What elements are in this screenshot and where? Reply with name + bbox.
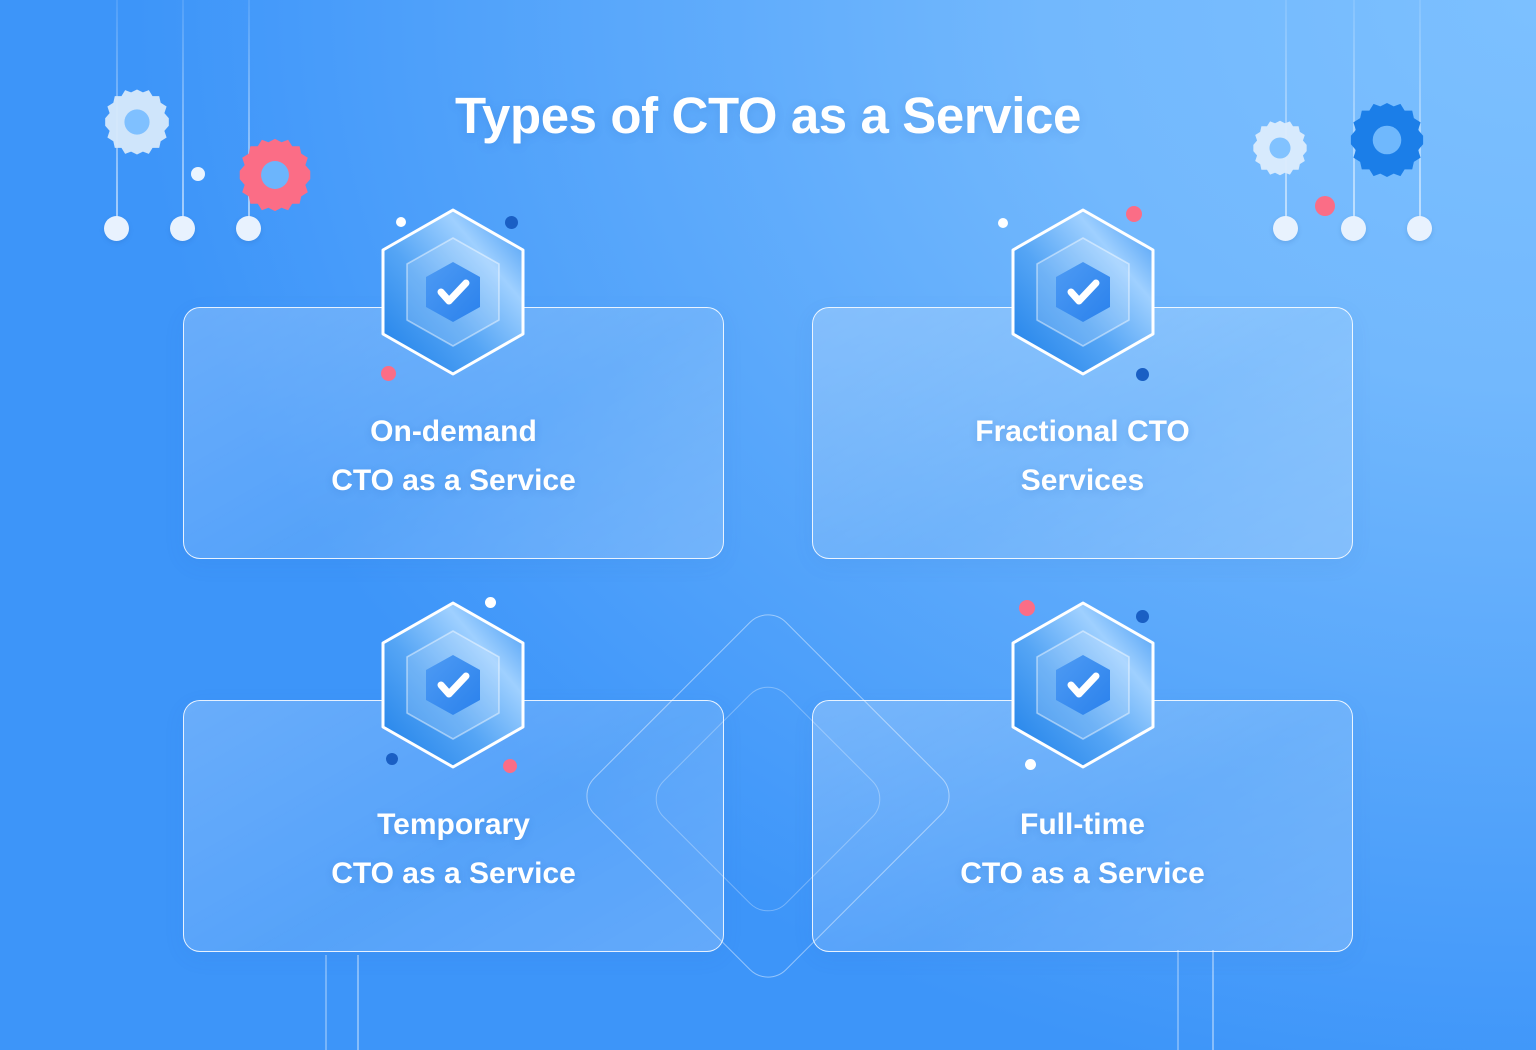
hanging-dot-right-1 <box>1273 216 1298 241</box>
card-full-time[interactable]: Full-time CTO as a Service <box>812 700 1353 952</box>
accent-dot-left-white <box>191 167 205 181</box>
card-fractional-line1: Fractional CTO <box>975 415 1190 448</box>
accent-dot-card4-navy <box>1136 610 1149 623</box>
accent-dot-card2-pink <box>1126 206 1142 222</box>
card-full-time-line2: CTO as a Service <box>960 856 1205 890</box>
hanging-dot-left-3 <box>236 216 261 241</box>
card-on-demand-line1: On-demand <box>370 415 537 448</box>
accent-dot-card3-white <box>485 597 496 608</box>
background-line-bottom-3 <box>1177 950 1179 1050</box>
accent-dot-card4-pink <box>1019 600 1035 616</box>
accent-dot-card1-navy <box>505 216 518 229</box>
card-full-time-line1: Full-time <box>1020 808 1145 841</box>
accent-dot-card1-white <box>396 217 406 227</box>
card-temporary-label: Temporary CTO as a Service <box>184 801 723 898</box>
accent-dot-card1-pink <box>381 366 396 381</box>
card-fractional-line2: Services <box>1020 463 1145 497</box>
hanging-dot-left-1 <box>104 216 129 241</box>
accent-dot-card4-white <box>1025 759 1036 770</box>
card-fractional-label: Fractional CTO Services <box>813 408 1352 505</box>
card-temporary[interactable]: Temporary CTO as a Service <box>183 700 724 952</box>
background-line-bottom-1 <box>325 955 327 1050</box>
card-temporary-line1: Temporary <box>377 808 530 841</box>
background-line-bottom-4 <box>1212 950 1214 1050</box>
accent-dot-card3-pink <box>503 759 517 773</box>
card-on-demand-label: On-demand CTO as a Service <box>184 408 723 505</box>
card-temporary-line2: CTO as a Service <box>331 856 576 890</box>
card-fractional[interactable]: Fractional CTO Services <box>812 307 1353 559</box>
card-on-demand[interactable]: On-demand CTO as a Service <box>183 307 724 559</box>
accent-dot-card2-navy <box>1136 368 1149 381</box>
accent-dot-card3-navy <box>386 753 398 765</box>
hanging-dot-right-2 <box>1341 216 1366 241</box>
gear-icon-top-left-pink <box>234 134 316 216</box>
hanging-dot-left-2 <box>170 216 195 241</box>
accent-dot-right-pink <box>1315 196 1335 216</box>
hanging-dot-right-3 <box>1407 216 1432 241</box>
page-title: Types of CTO as a Service <box>455 87 1081 144</box>
card-full-time-label: Full-time CTO as a Service <box>813 801 1352 898</box>
accent-dot-card2-white <box>998 218 1008 228</box>
background-line-bottom-2 <box>357 955 359 1050</box>
card-on-demand-line2: CTO as a Service <box>331 463 576 497</box>
